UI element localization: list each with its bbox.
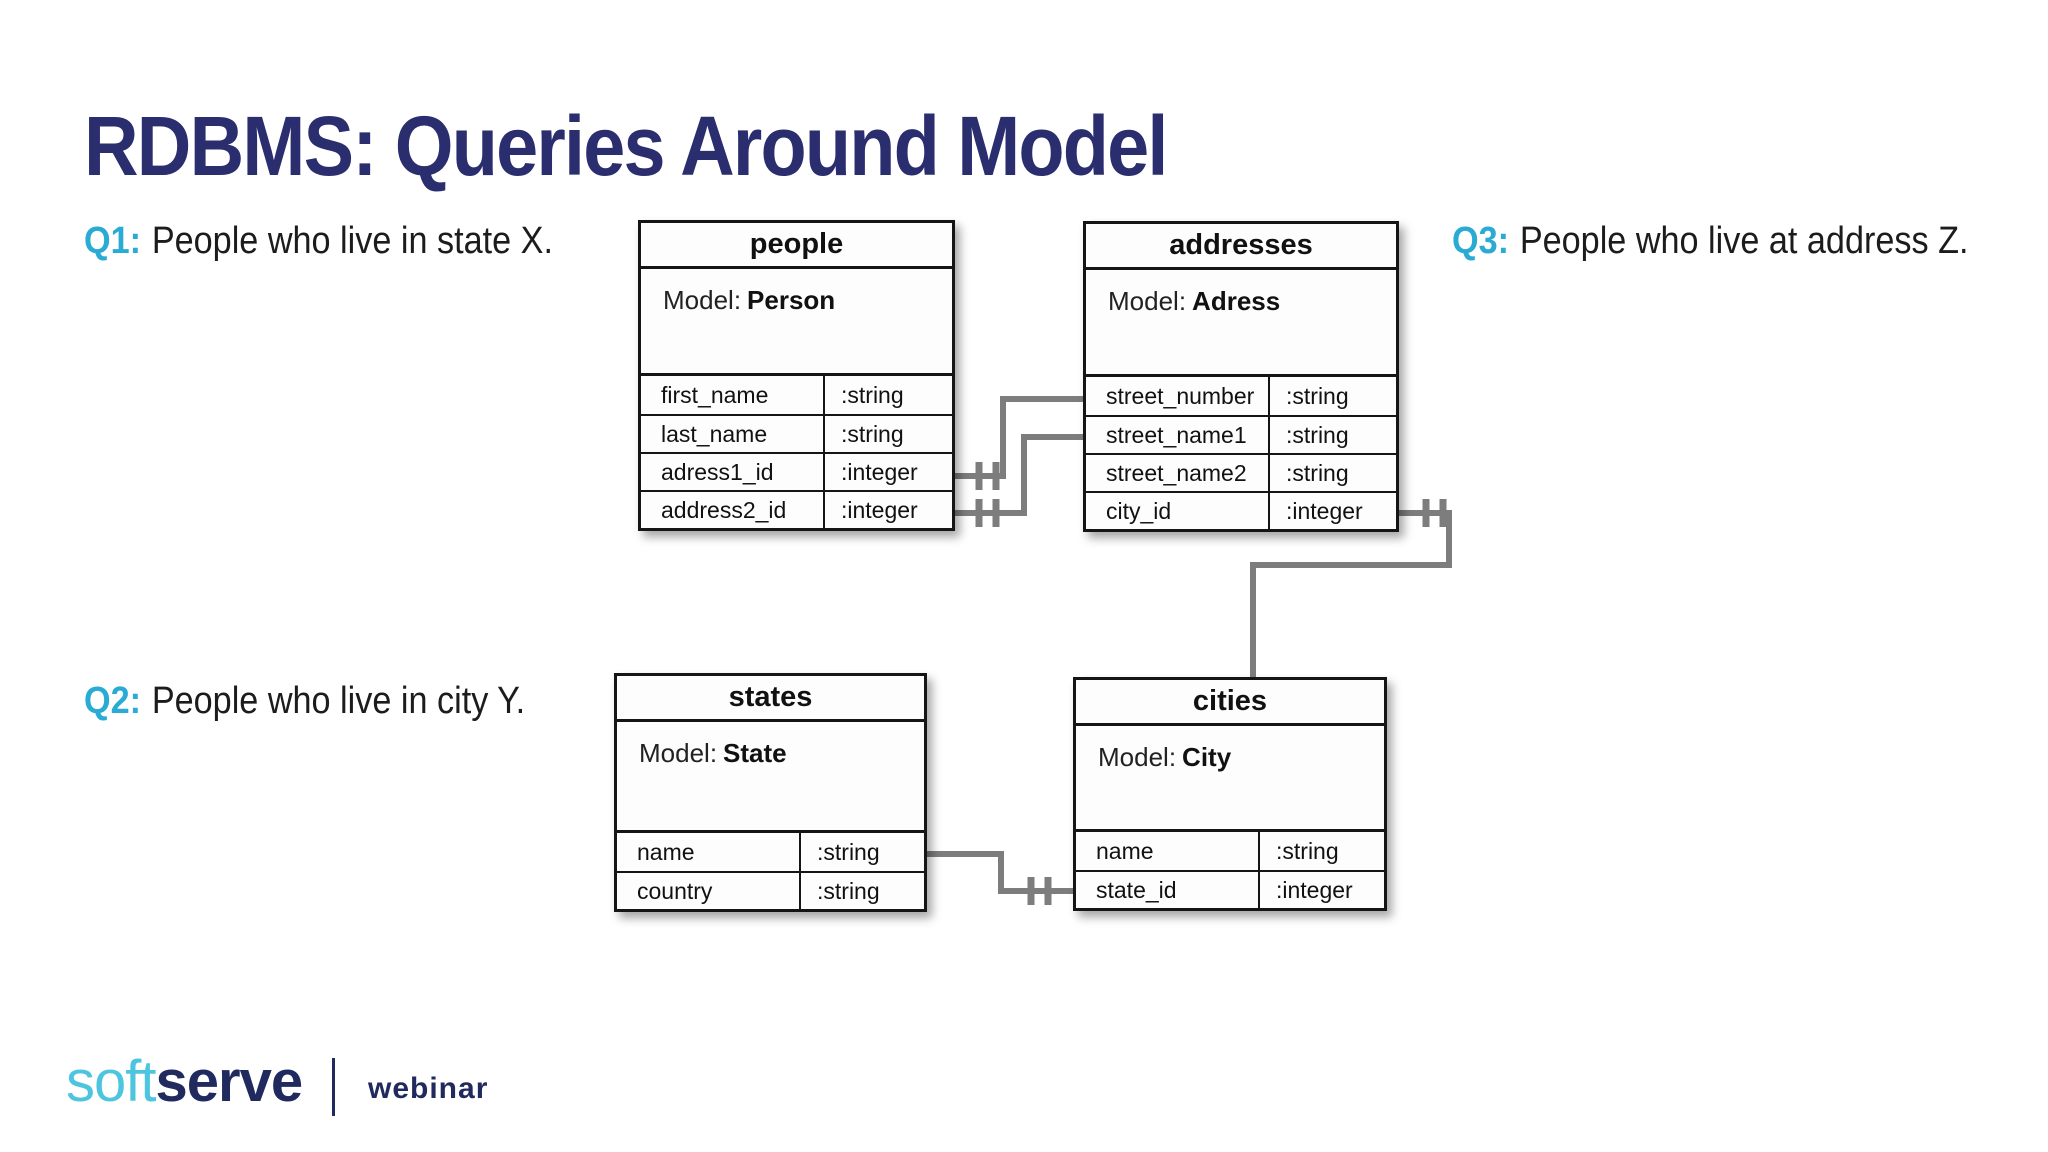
cardinality-ticks-people-address2	[975, 499, 1000, 527]
entity-table-states: states Model:State name :string country …	[614, 673, 927, 912]
entity-table-cities: cities Model:City name :string state_id …	[1073, 677, 1387, 911]
field-type: :string	[817, 838, 880, 865]
field-name: street_name1	[1086, 417, 1270, 453]
model-name: City	[1182, 742, 1232, 772]
field-type: :integer	[841, 458, 918, 485]
field-row: street_number :string	[1086, 377, 1396, 415]
field-type: :string	[1286, 421, 1349, 448]
logo-text-serve: serve	[155, 1049, 304, 1114]
field-type: :string	[1276, 837, 1339, 864]
model-name: State	[723, 738, 787, 768]
field-name: street_number	[1086, 377, 1270, 415]
field-type: :string	[841, 420, 904, 447]
entity-title-cities: cities	[1076, 680, 1384, 726]
field-row: last_name :string	[641, 414, 952, 452]
entity-fields-addresses: street_number :string street_name1 :stri…	[1086, 377, 1396, 529]
page-title: RDBMS: Queries Around Model	[84, 99, 1168, 194]
field-name: last_name	[641, 416, 825, 452]
field-row: country :string	[617, 871, 924, 909]
logo-tagline: webinar	[368, 1072, 489, 1105]
field-name: adress1_id	[641, 454, 825, 490]
field-type: :integer	[1286, 497, 1363, 524]
field-type: :string	[841, 381, 904, 408]
cardinality-ticks-people-adress1	[975, 462, 1000, 490]
question-q1-label: Q1:	[84, 220, 142, 262]
field-name: state_id	[1076, 872, 1260, 908]
question-q1: Q1:People who live in state X.	[84, 220, 553, 264]
field-type: :string	[1286, 382, 1349, 409]
entity-title-states: states	[617, 676, 924, 722]
field-name: name	[617, 833, 801, 871]
question-q3-label: Q3:	[1452, 220, 1510, 262]
entity-fields-states: name :string country :string	[617, 833, 924, 909]
entity-title-people: people	[641, 223, 952, 269]
model-label: Model:	[1098, 742, 1177, 772]
field-name: city_id	[1086, 493, 1270, 529]
model-name: Person	[747, 285, 836, 315]
question-q1-text: People who live in state X.	[151, 220, 553, 262]
question-q2-label: Q2:	[84, 680, 142, 722]
entity-fields-people: first_name :string last_name :string adr…	[641, 376, 952, 528]
entity-fields-cities: name :string state_id :integer	[1076, 832, 1384, 908]
model-name: Adress	[1192, 286, 1281, 316]
field-name: address2_id	[641, 492, 825, 528]
question-q2: Q2:People who live in city Y.	[84, 680, 525, 724]
question-q3-text: People who live at address Z.	[1519, 220, 1969, 262]
field-name: name	[1076, 832, 1260, 870]
model-label: Model:	[663, 285, 742, 315]
cardinality-ticks-addresses-city-id	[1422, 499, 1447, 527]
connector-states-name-to-cities-state-id	[924, 851, 1076, 894]
field-type: :integer	[841, 496, 918, 523]
question-q3: Q3:People who live at address Z.	[1452, 220, 1968, 264]
cardinality-ticks-cities-state-id	[1027, 877, 1052, 905]
entity-model-states: Model:State	[617, 722, 924, 833]
field-name: country	[617, 873, 801, 909]
model-label: Model:	[639, 738, 718, 768]
entity-model-people: Model:Person	[641, 269, 952, 376]
field-row: street_name2 :string	[1086, 453, 1396, 491]
question-q2-text: People who live in city Y.	[151, 680, 526, 722]
connector-addresses-city-id-to-cities	[1250, 510, 1452, 680]
entity-model-cities: Model:City	[1076, 726, 1384, 832]
field-row: name :string	[1076, 832, 1384, 870]
entity-table-addresses: addresses Model:Adress street_number :st…	[1083, 221, 1399, 532]
field-row: first_name :string	[641, 376, 952, 414]
connector-people-address2-to-addresses-street-name1	[955, 434, 1086, 516]
field-name: first_name	[641, 376, 825, 414]
field-row: city_id :integer	[1086, 491, 1396, 529]
entity-model-addresses: Model:Adress	[1086, 270, 1396, 377]
field-name: street_name2	[1086, 455, 1270, 491]
softserve-logo: softserve	[66, 1053, 303, 1111]
model-label: Model:	[1108, 286, 1187, 316]
field-row: adress1_id :integer	[641, 452, 952, 490]
entity-table-people: people Model:Person first_name :string l…	[638, 220, 955, 531]
field-type: :string	[1286, 459, 1349, 486]
logo-divider	[332, 1058, 335, 1116]
entity-title-addresses: addresses	[1086, 224, 1396, 270]
field-row: state_id :integer	[1076, 870, 1384, 908]
field-row: name :string	[617, 833, 924, 871]
field-type: :string	[817, 877, 880, 904]
field-row: street_name1 :string	[1086, 415, 1396, 453]
logo-text-soft: soft	[66, 1049, 156, 1114]
field-row: address2_id :integer	[641, 490, 952, 528]
field-type: :integer	[1276, 876, 1353, 903]
